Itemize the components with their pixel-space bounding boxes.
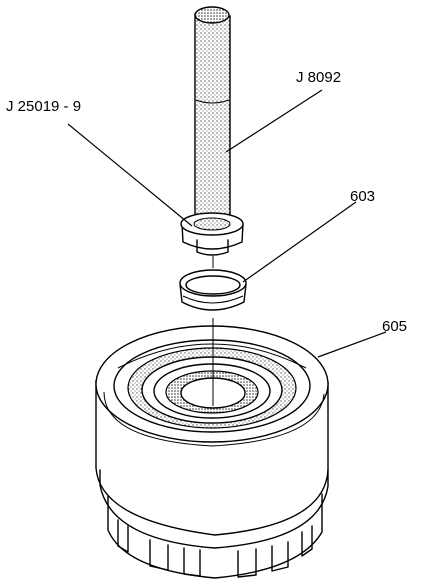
ring-603 <box>179 269 247 311</box>
label-603: 603 <box>350 188 375 205</box>
leader-j25019-9 <box>67 123 193 227</box>
leader-j8092 <box>225 89 323 153</box>
label-j25019-9: J 25019 - 9 <box>6 98 81 115</box>
housing-605 <box>95 325 329 579</box>
leader-603 <box>242 201 357 283</box>
label-j8092: J 8092 <box>296 69 341 86</box>
leader-lines <box>67 89 387 358</box>
installer-tool <box>180 6 244 256</box>
label-605: 605 <box>382 318 407 335</box>
leader-605 <box>317 331 387 358</box>
